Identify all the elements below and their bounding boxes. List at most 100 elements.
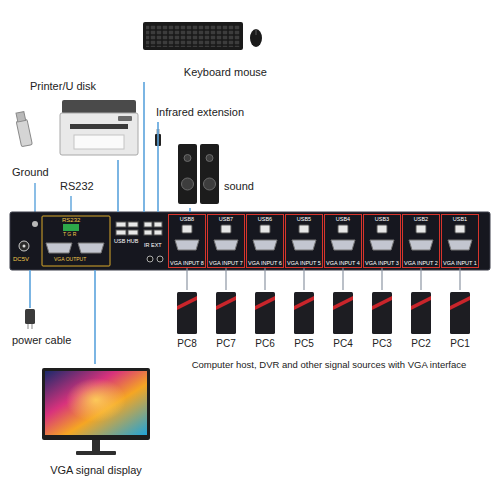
tweeter <box>206 155 213 162</box>
usb-b-port <box>182 225 192 233</box>
pc-label: PC4 <box>333 338 352 350</box>
device-node: VGA signal display <box>38 364 154 482</box>
monitor-frame <box>42 368 150 440</box>
pc-tower <box>411 292 431 334</box>
device-node: sound <box>174 138 260 208</box>
device-label: VGA signal display <box>50 464 142 477</box>
callout-label: RS232 <box>60 180 94 193</box>
pc-tower <box>255 292 275 334</box>
usb-b-port <box>377 225 387 233</box>
vga-port <box>253 240 277 250</box>
vga-port <box>78 243 104 253</box>
port-label: VGA INPUT 3 <box>365 260 399 266</box>
port-label: USB1 <box>453 216 467 222</box>
panel-label: T G R <box>63 232 76 238</box>
pc-tower <box>333 292 353 334</box>
monitor-base <box>76 451 116 455</box>
cable <box>264 268 265 290</box>
pc-node: PC4 <box>326 290 360 352</box>
vga-port <box>331 240 355 250</box>
usb-b-port <box>221 225 231 233</box>
mouse-button <box>256 29 257 35</box>
rs232-wire <box>70 196 71 211</box>
cable <box>157 122 159 212</box>
power-plug <box>25 309 35 324</box>
rs232-terminal <box>63 224 79 231</box>
device-node: Printer/U disk <box>15 78 140 160</box>
port-group: USB3VGA INPUT 3 <box>363 214 401 268</box>
device-node: power cable <box>8 308 88 348</box>
port-label: VGA INPUT 7 <box>209 260 243 266</box>
cable <box>189 208 191 212</box>
cable <box>459 268 460 290</box>
port-label: USB6 <box>258 216 272 222</box>
pc-accent <box>411 296 431 310</box>
usb-port <box>144 230 152 235</box>
usb-port <box>154 222 162 227</box>
port-group: USB8VGA INPUT 8 <box>168 214 206 268</box>
pc-node: PC2 <box>404 290 438 352</box>
device-label: sound <box>224 180 254 193</box>
pc-tower <box>294 292 314 334</box>
woofer <box>182 178 194 190</box>
pc-node: PC6 <box>248 290 282 352</box>
caption-label: Computer host, DVR and other signal sour… <box>192 360 467 371</box>
panel-outline <box>42 216 110 266</box>
callout-label: Ground <box>12 166 49 179</box>
usb-port <box>144 222 152 227</box>
usb-port <box>116 222 126 227</box>
vga-port <box>175 240 199 250</box>
keyboard-body <box>143 22 243 50</box>
pc-node: PC8 <box>170 290 204 352</box>
ir-jack <box>147 256 153 262</box>
cable <box>29 270 31 308</box>
plug-prong <box>31 324 32 329</box>
pc-label: PC2 <box>411 338 430 350</box>
disk-plug <box>16 112 26 122</box>
pc-tower <box>372 292 392 334</box>
pc-tower <box>450 292 470 334</box>
pc-label: PC5 <box>294 338 313 350</box>
panel-label: VGA OUTPUT <box>54 257 86 263</box>
vga-port <box>292 240 316 250</box>
kvm-housing <box>10 212 490 270</box>
port-group: USB5VGA INPUT 5 <box>285 214 323 268</box>
port-group: USB2VGA INPUT 2 <box>402 214 440 268</box>
tweeter <box>184 155 191 162</box>
device-label: power cable <box>12 334 71 347</box>
vga-port <box>370 240 394 250</box>
pc-accent <box>294 296 314 310</box>
usb-port <box>128 230 138 235</box>
printer-slot <box>70 124 128 129</box>
vga-port <box>214 240 238 250</box>
pc-accent <box>372 296 392 310</box>
port-label: VGA INPUT 4 <box>326 260 360 266</box>
panel-label: DC5V <box>13 256 29 263</box>
port-group: USB7VGA INPUT 7 <box>207 214 245 268</box>
port-group: USB4VGA INPUT 4 <box>324 214 362 268</box>
printer-lid <box>62 100 136 114</box>
usb-b-port <box>416 225 426 233</box>
port-label: VGA INPUT 2 <box>404 260 438 266</box>
keyboard-keys <box>146 25 240 47</box>
port-group: USB6VGA INPUT 6 <box>246 214 284 268</box>
usb-disk <box>15 111 33 147</box>
cable <box>94 270 96 364</box>
device-label: Keyboard mouse <box>184 66 267 79</box>
pc-accent <box>333 296 353 310</box>
audio-jack <box>157 256 163 262</box>
port-label: USB7 <box>219 216 233 222</box>
pc-tower <box>216 292 236 334</box>
device-node: Infrared extension <box>154 104 254 122</box>
printer-paper <box>74 135 124 149</box>
port-group: USB1VGA INPUT 1 <box>441 214 479 268</box>
screen-smoke <box>66 378 126 422</box>
cable <box>420 268 421 290</box>
usb-b-port <box>299 225 309 233</box>
pc-node: PC7 <box>209 290 243 352</box>
speaker-box <box>178 144 197 204</box>
port-label: USB3 <box>375 216 389 222</box>
kvm-switch: DC5VRS232T G RUSB HUBIR EXTVGA OUTPUTUSB… <box>10 212 490 270</box>
woofer <box>204 178 216 190</box>
